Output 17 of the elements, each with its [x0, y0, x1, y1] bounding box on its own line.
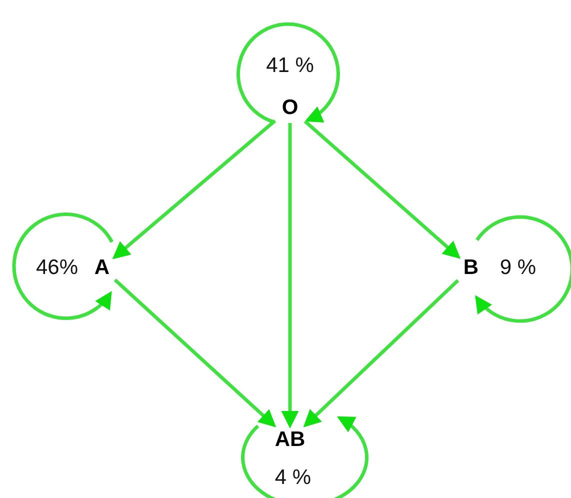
- percentage-label: 9 %: [500, 256, 536, 280]
- arrow: [304, 120, 461, 259]
- percentage-label: 4 %: [274, 466, 312, 490]
- node-label: B: [463, 256, 479, 280]
- arrow: [112, 119, 276, 260]
- loop-arrow: [241, 416, 368, 498]
- percentage-label: 41 %: [266, 54, 314, 78]
- arrow: [303, 279, 460, 428]
- node-label: A: [94, 256, 110, 280]
- node-label: AB: [274, 428, 306, 452]
- percentage-label: 46%: [36, 256, 78, 280]
- loop-arrow: [474, 215, 571, 323]
- loop-arrow: [12, 212, 114, 320]
- loop-arrow: [236, 22, 340, 124]
- node-label: O: [282, 96, 298, 120]
- arrow: [281, 123, 299, 428]
- arrow: [114, 278, 276, 428]
